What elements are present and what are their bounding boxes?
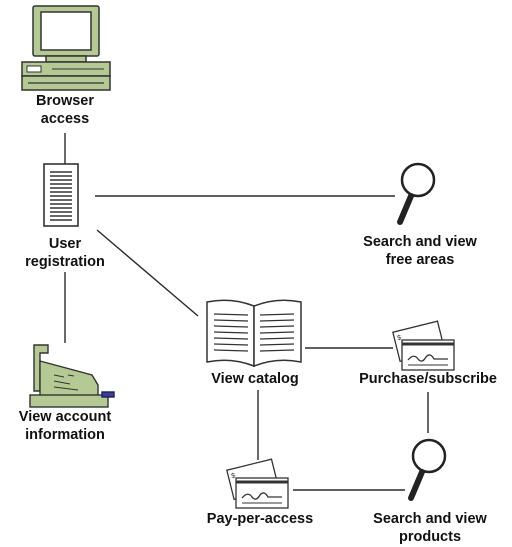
view-catalog-label-line-1: View catalog xyxy=(211,371,299,387)
search-products-label-line-2: products xyxy=(398,529,462,545)
svg-text:$: $ xyxy=(397,334,403,342)
check-and-card-icon: $ xyxy=(392,320,455,371)
user-registration-label-line-1: User xyxy=(48,236,82,252)
purchase-subscribe-label-line-1: Purchase/subscribe xyxy=(359,371,497,387)
check-and-card-icon: $ xyxy=(226,458,289,509)
search-products-label-line-1: Search and view xyxy=(373,511,487,527)
search-products-label: Search and view products xyxy=(350,510,510,546)
magnifier-icon xyxy=(397,162,436,225)
view-account-label-line-1: View account xyxy=(18,409,112,425)
connectors xyxy=(64,133,429,491)
cash-register-icon xyxy=(29,344,115,408)
search-free-areas-label: Search and view free areas xyxy=(340,233,500,269)
browser-access-label-line-1: Browser xyxy=(35,93,95,109)
view-account-label-line-2: information xyxy=(25,427,105,443)
pay-per-access-label: Pay-per-access xyxy=(195,510,325,528)
pay-per-access-label-line-1: Pay-per-access xyxy=(206,511,314,527)
registration-form-icon xyxy=(43,163,79,227)
search-free-areas-label-line-1: Search and view xyxy=(363,234,477,250)
magnifier-icon xyxy=(408,438,447,501)
view-account-label: View account information xyxy=(0,408,130,444)
purchase-subscribe-label: Purchase/subscribe xyxy=(348,370,508,388)
connector-registration-to-catalog xyxy=(96,229,199,317)
browser-access-label-line-2: access xyxy=(40,111,90,127)
user-registration-label: User registration xyxy=(5,235,125,271)
desktop-computer-icon xyxy=(21,5,111,91)
search-free-areas-label-line-2: free areas xyxy=(385,252,455,268)
browser-access-label: Browser access xyxy=(5,92,125,128)
open-book-icon xyxy=(206,299,302,368)
user-registration-label-line-2: registration xyxy=(25,254,105,270)
svg-text:$: $ xyxy=(231,472,237,480)
view-catalog-label: View catalog xyxy=(195,370,315,388)
